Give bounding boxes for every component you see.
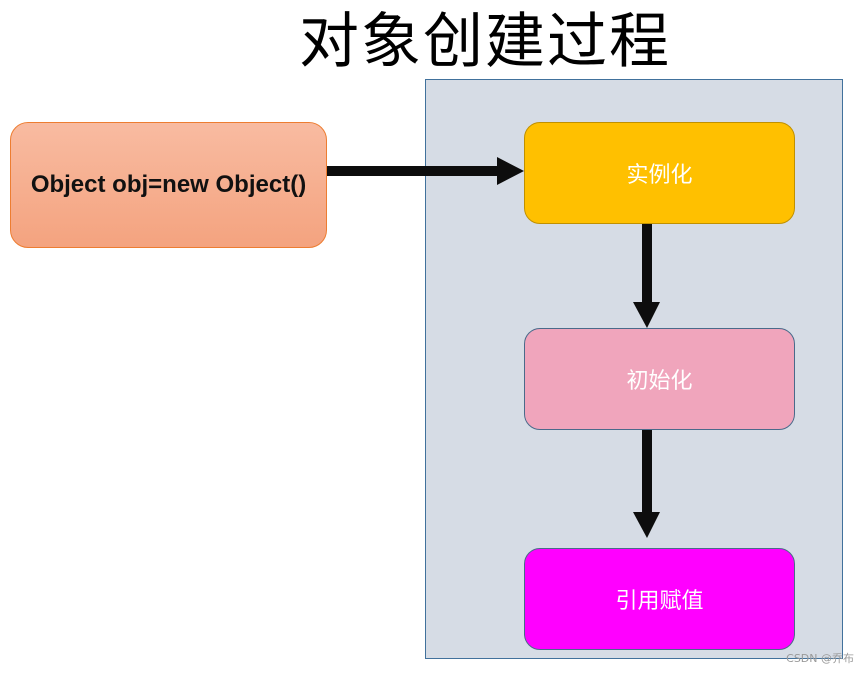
arrow-initialize-to-assign xyxy=(633,430,660,538)
code-statement-box: Object obj=new Object() xyxy=(10,122,327,248)
arrow-code-to-instantiate xyxy=(327,157,524,185)
step-initialize: 初始化 xyxy=(524,328,795,430)
step-assign-reference: 引用赋值 xyxy=(524,548,795,650)
step-initialize-label: 初始化 xyxy=(626,369,693,394)
watermark: CSDN @乔布 xyxy=(786,652,854,665)
code-statement-label: Object obj=new Object() xyxy=(30,171,307,198)
diagram-title: 对象创建过程 xyxy=(299,7,671,77)
step-instantiate: 实例化 xyxy=(524,122,795,224)
step-assign-reference-label: 引用赋值 xyxy=(615,589,704,614)
step-instantiate-label: 实例化 xyxy=(626,163,693,188)
arrow-instantiate-to-initialize xyxy=(633,220,660,328)
